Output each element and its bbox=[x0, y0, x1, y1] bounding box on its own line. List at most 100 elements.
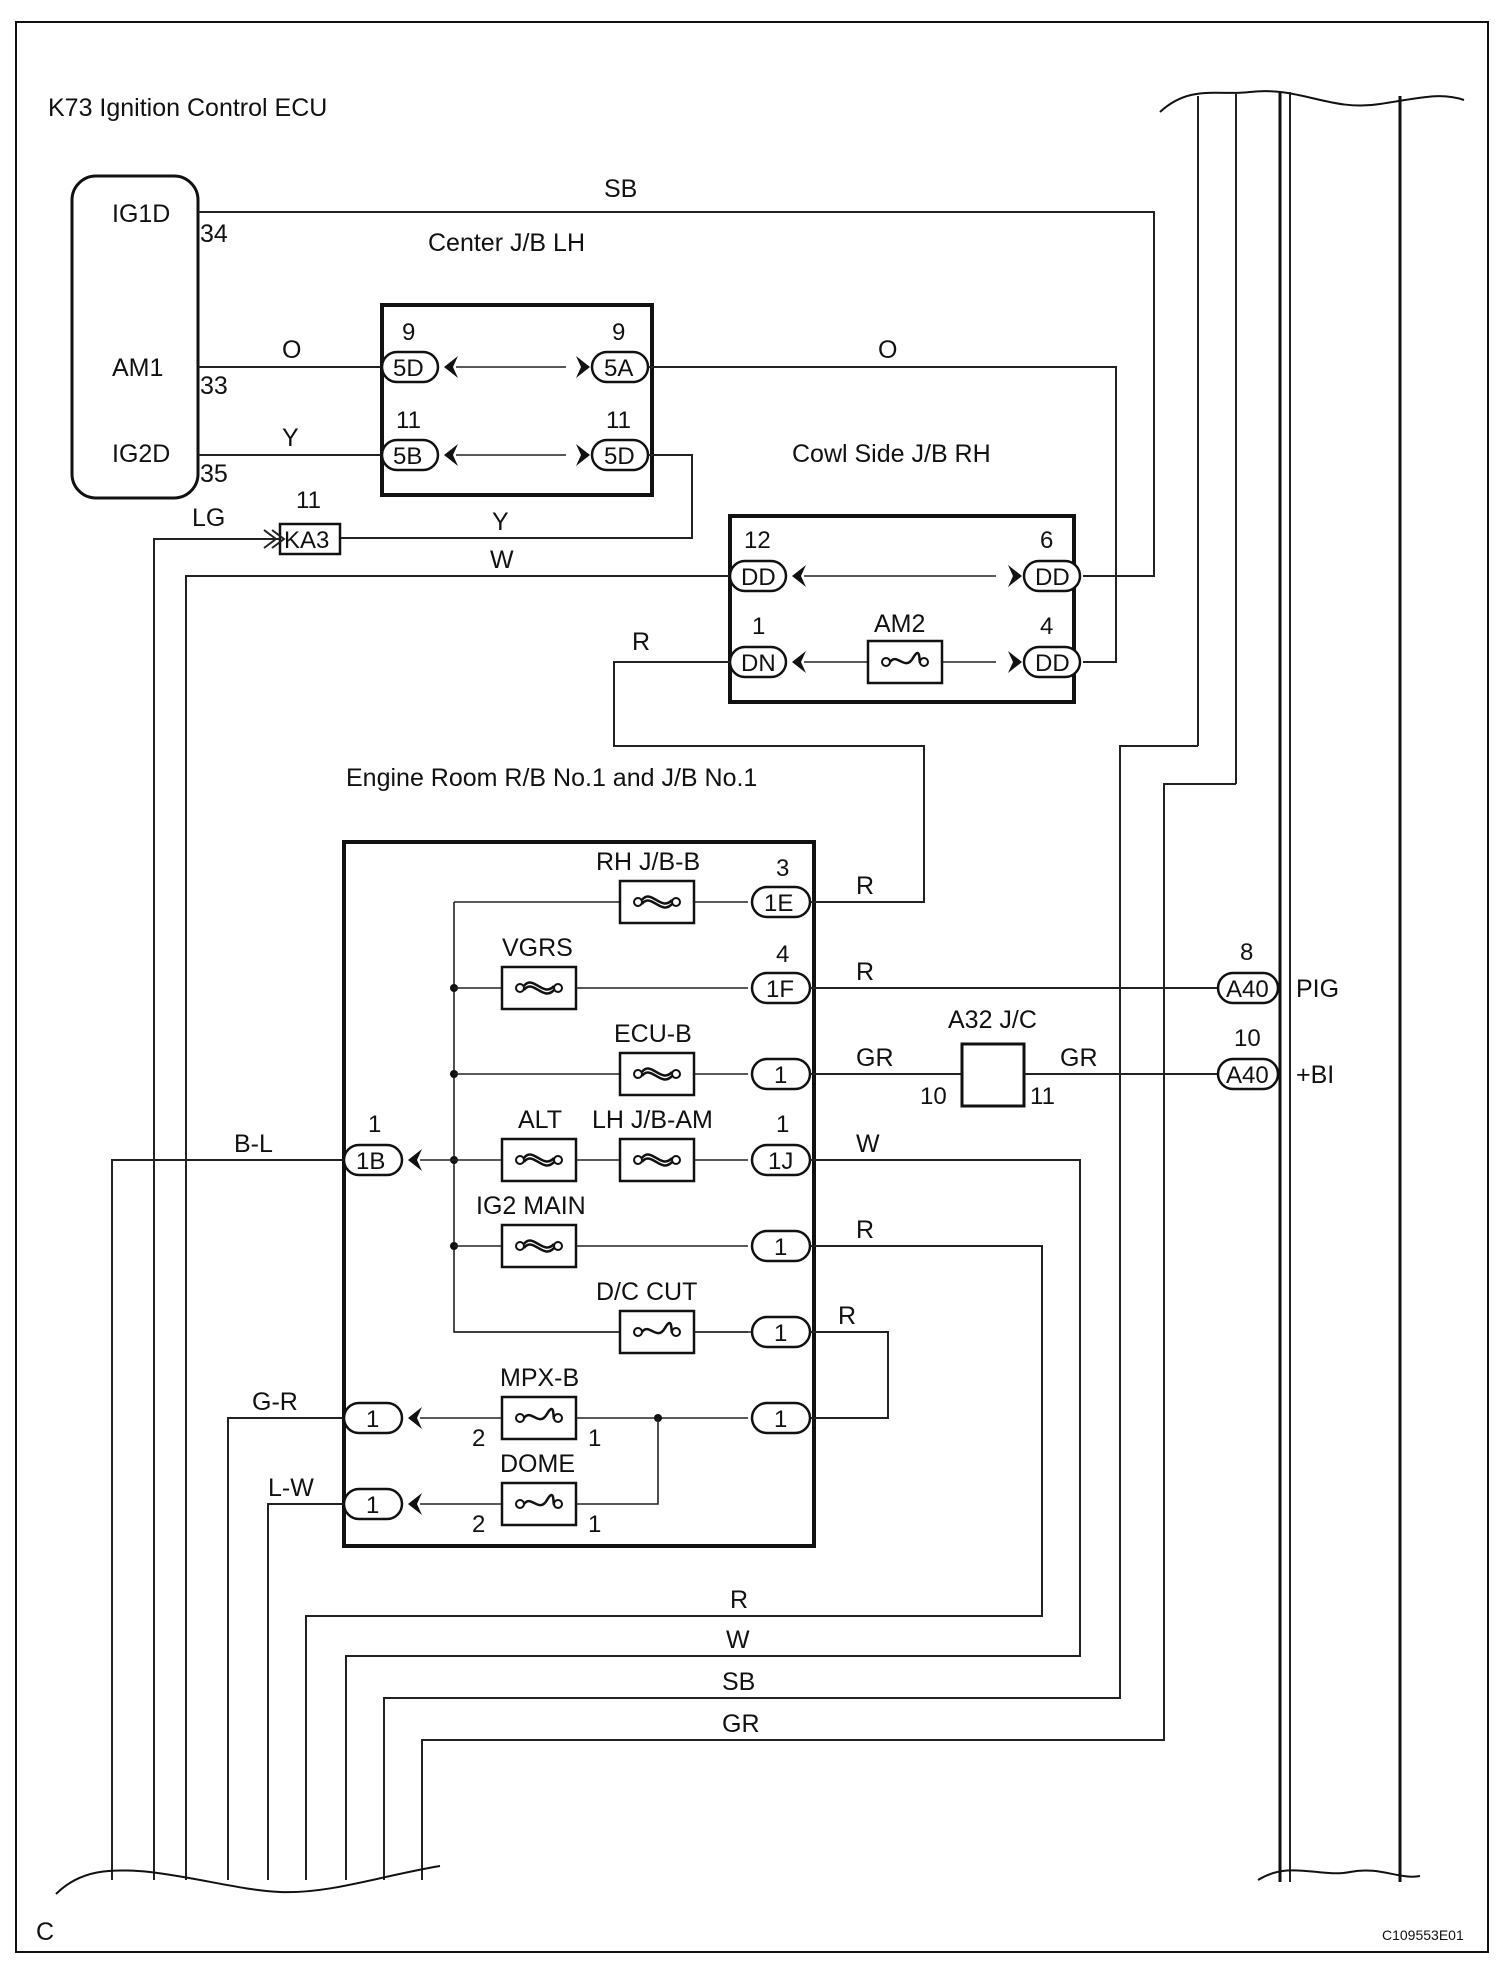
engine-out-1f-pin: 4 bbox=[776, 941, 789, 968]
wire-r-dc-loop bbox=[810, 1331, 889, 1419]
wire-label-y-mid: Y bbox=[492, 508, 509, 536]
wire-label-r-dn: R bbox=[632, 628, 650, 656]
harness-wave-left-bottom bbox=[55, 1865, 441, 1895]
dome-pin-2: 2 bbox=[472, 1511, 485, 1538]
center-conn-5d-left-pin: 9 bbox=[402, 319, 415, 346]
wire-sb-loop bbox=[383, 745, 1198, 1880]
wire-label-w-dd: W bbox=[490, 546, 514, 574]
cowl-conn-dd-right-top-pin: 6 bbox=[1040, 527, 1053, 554]
engine-out-1j-code: 1J bbox=[768, 1148, 793, 1175]
mpx-b-pin-2: 2 bbox=[472, 1425, 485, 1452]
a32-junction bbox=[960, 1042, 1026, 1108]
harness-wave-top bbox=[1159, 90, 1465, 113]
engine-out-1j-pin: 1 bbox=[776, 1111, 789, 1138]
ecu-pin-num-35: 35 bbox=[200, 460, 228, 488]
center-conn-5d-right-pin: 11 bbox=[606, 407, 631, 434]
engine-rb-box bbox=[342, 840, 816, 1548]
wire-label-gr-left: GR bbox=[856, 1044, 894, 1072]
engine-in-dome bbox=[342, 1487, 404, 1521]
center-conn-5d-right-code: 5D bbox=[604, 443, 635, 470]
wire-label-o-left: O bbox=[282, 336, 301, 364]
center-conn-5b-left bbox=[380, 438, 440, 472]
wire-sb-top bbox=[198, 211, 1155, 577]
bus-label-w: W bbox=[726, 1626, 750, 1654]
engine-out-mpx bbox=[750, 1401, 812, 1435]
engine-in-1b-code: 1B bbox=[356, 1148, 385, 1175]
a40-bi-code: A40 bbox=[1226, 1062, 1269, 1089]
wire-label-l-w: L-W bbox=[268, 1474, 314, 1502]
a40-bi-pin: 10 bbox=[1234, 1025, 1261, 1052]
engine-in-mpx bbox=[342, 1401, 404, 1435]
diagram-code: C109553E01 bbox=[1382, 1927, 1464, 1943]
wire-label-sb-top: SB bbox=[604, 175, 637, 203]
center-conn-5a-right-code: 5A bbox=[604, 355, 633, 382]
center-conn-5d-left-code: 5D bbox=[393, 355, 424, 382]
fuse-ig2-main: IG2 MAIN bbox=[476, 1192, 586, 1220]
engine-rb-title: Engine Room R/B No.1 and J/B No.1 bbox=[346, 764, 757, 792]
ecu-pin-ig1d: IG1D bbox=[112, 200, 170, 228]
a32-right-pin: 11 bbox=[1030, 1083, 1055, 1110]
engine-out-ig2-code: 1 bbox=[774, 1234, 787, 1261]
engine-in-dome-code: 1 bbox=[366, 1492, 379, 1519]
engine-out-ecu-b-code: 1 bbox=[774, 1062, 787, 1089]
cowl-conn-dd-left-pin: 12 bbox=[744, 527, 771, 554]
cowl-conn-dd-right-bottom-pin: 4 bbox=[1040, 613, 1053, 640]
a40-pig-pin: 8 bbox=[1240, 939, 1253, 966]
page-frame bbox=[15, 21, 1489, 1953]
wire-r-ig2 bbox=[305, 1245, 1043, 1880]
wire-label-gr-right: GR bbox=[1060, 1044, 1098, 1072]
wire-w-1j bbox=[345, 1159, 1081, 1880]
center-jb-title: Center J/B LH bbox=[428, 229, 585, 257]
cowl-conn-dd-right-top bbox=[1022, 559, 1082, 593]
ecu-title: K73 Ignition Control ECU bbox=[48, 94, 327, 122]
engine-out-1e-code: 1E bbox=[764, 890, 793, 917]
cowl-conn-dd-right-bottom bbox=[1022, 645, 1082, 679]
wire-g-r bbox=[227, 1417, 344, 1880]
fuse-dome: DOME bbox=[500, 1450, 575, 1478]
a40-pig-connector bbox=[1216, 971, 1280, 1005]
bus-label-r: R bbox=[730, 1586, 748, 1614]
wire-label-w-1j: W bbox=[856, 1130, 880, 1158]
wire-label-g-r: G-R bbox=[252, 1388, 298, 1416]
wire-gr-loop bbox=[421, 783, 1236, 1880]
fuse-lh-jb-am: LH J/B-AM bbox=[592, 1106, 713, 1134]
ecu-pin-ig2d: IG2D bbox=[112, 440, 170, 468]
wire-label-b-l: B-L bbox=[234, 1130, 273, 1158]
corner-label: C bbox=[36, 1918, 54, 1946]
cowl-conn-dd-right-top-code: DD bbox=[1035, 564, 1070, 591]
cowl-jb-title: Cowl Side J/B RH bbox=[792, 440, 991, 468]
bus-label-gr: GR bbox=[722, 1710, 760, 1738]
wire-label-r-ig2: R bbox=[856, 1216, 874, 1244]
center-conn-5d-left bbox=[380, 350, 440, 384]
cowl-conn-dn-left-code: DN bbox=[741, 650, 776, 677]
center-jb-box bbox=[380, 303, 654, 497]
wire-y-drop bbox=[340, 454, 693, 539]
mpx-b-pin-1: 1 bbox=[588, 1425, 601, 1452]
a40-pig-signal: PIG bbox=[1296, 975, 1339, 1003]
engine-out-1e-pin: 3 bbox=[776, 855, 789, 882]
engine-in-mpx-code: 1 bbox=[366, 1406, 379, 1433]
ecu-pin-num-34: 34 bbox=[200, 220, 228, 248]
fuse-mpx-b: MPX-B bbox=[500, 1364, 579, 1392]
ecu-pin-num-33: 33 bbox=[200, 372, 228, 400]
center-conn-5a-right-pin: 9 bbox=[612, 319, 625, 346]
wire-label-o-right: O bbox=[878, 336, 897, 364]
wire-label-r-dc: R bbox=[838, 1302, 856, 1330]
cowl-fuse-am2: AM2 bbox=[874, 610, 925, 638]
ka3-code: KA3 bbox=[284, 527, 329, 554]
wire-o-right bbox=[648, 366, 1117, 663]
fuse-dc-cut: D/C CUT bbox=[596, 1278, 697, 1306]
fuse-vgrs: VGRS bbox=[502, 934, 573, 962]
a32-title: A32 J/C bbox=[948, 1006, 1037, 1034]
cowl-conn-dd-right-bottom-code: DD bbox=[1035, 650, 1070, 677]
a40-pig-code: A40 bbox=[1226, 976, 1269, 1003]
engine-out-1f-code: 1F bbox=[766, 976, 794, 1003]
fuse-ecu-b: ECU-B bbox=[614, 1020, 692, 1048]
engine-in-1b-pin: 1 bbox=[368, 1111, 381, 1138]
engine-out-mpx-code: 1 bbox=[774, 1406, 787, 1433]
a40-bi-connector bbox=[1216, 1057, 1280, 1091]
wire-w-dd bbox=[185, 575, 730, 1880]
ka3-pin: 11 bbox=[296, 487, 321, 514]
harness-wave-bottom bbox=[1257, 1869, 1421, 1881]
wire-b-l bbox=[111, 1159, 344, 1880]
